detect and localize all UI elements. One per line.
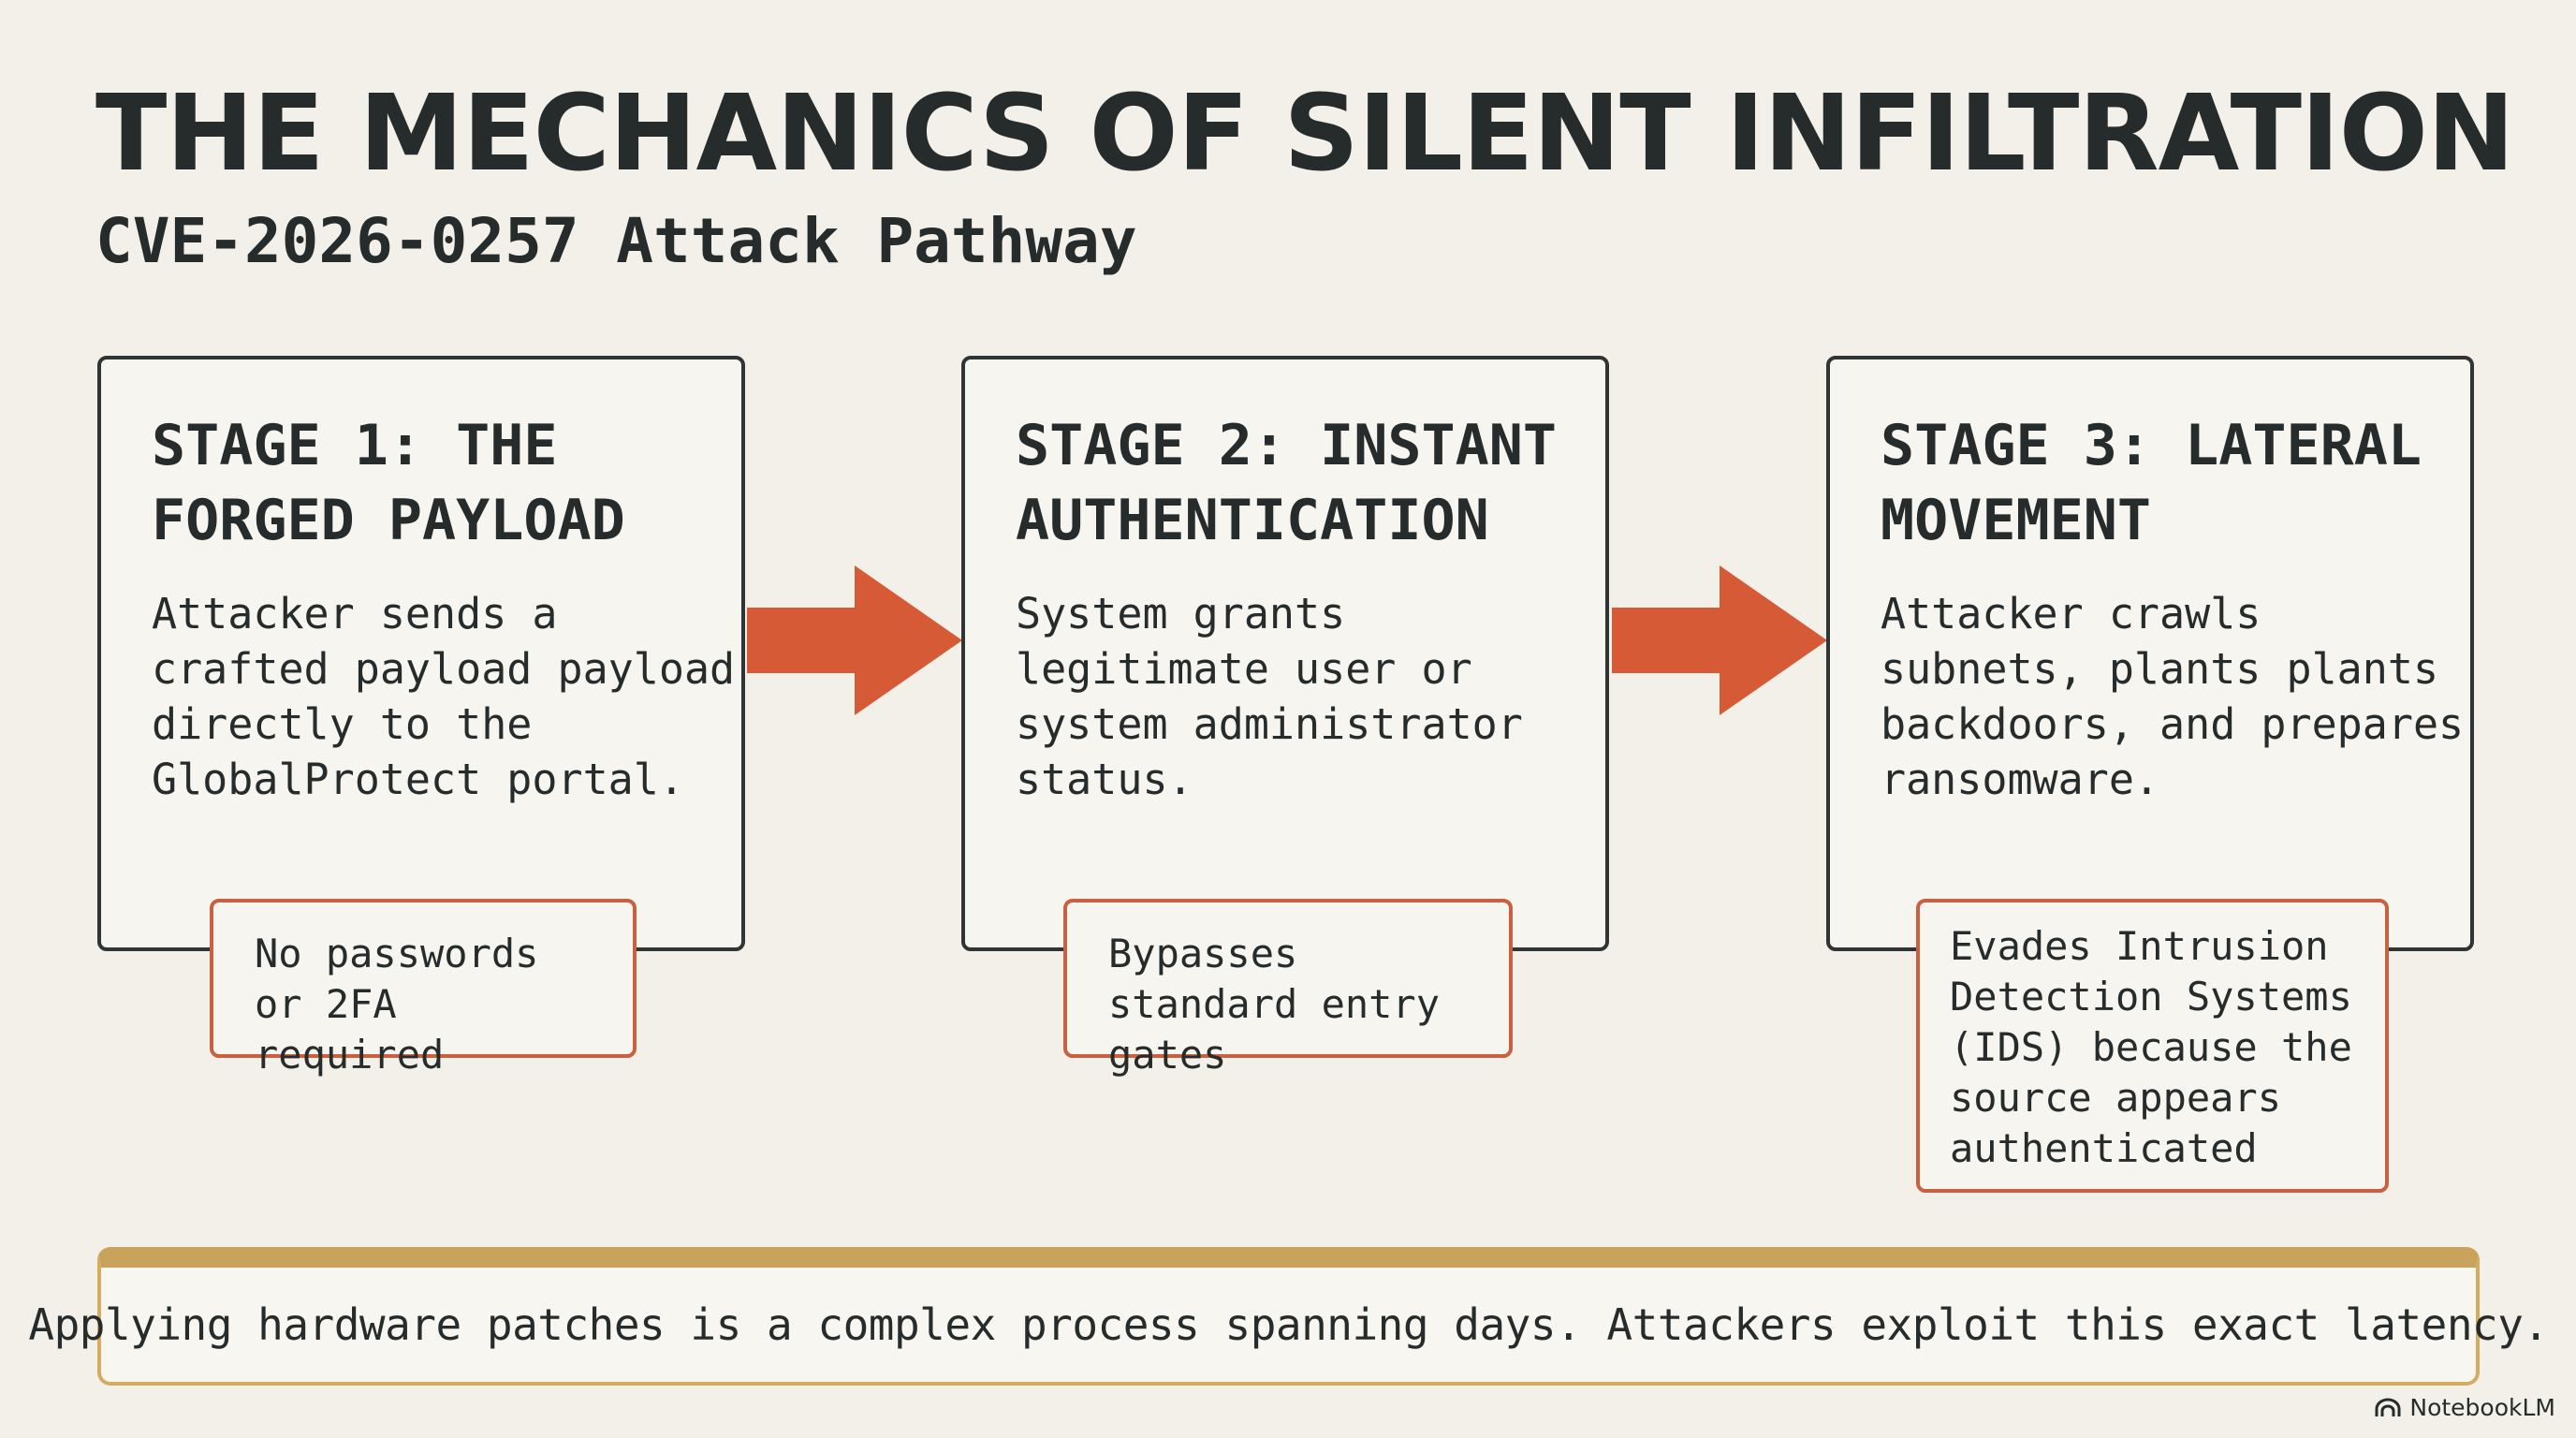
stage-3-description: Attacker crawls subnets, plants plants b… (1881, 589, 2465, 804)
page-subtitle: CVE-2026-0257 Attack Pathway (95, 205, 1137, 277)
watermark-label: NotebookLM (2409, 1394, 2555, 1421)
stage-2-title: STAGE 2: INSTANT AUTHENTICATION (1016, 413, 1557, 553)
footer-banner: Applying hardware patches is a complex p… (28, 1247, 2549, 1386)
stage-3-box: STAGE 3: LATERAL MOVEMENT Attacker crawl… (1826, 356, 2474, 951)
stage-1-description: Attacker sends a crafted payload payload… (152, 589, 736, 804)
stage-1-box: STAGE 1: THE FORGED PAYLOAD Attacker sen… (97, 356, 745, 951)
watermark: NotebookLM (2374, 1394, 2555, 1421)
notebooklm-logo-icon (2375, 1398, 2401, 1416)
stage-3-title: STAGE 3: LATERAL MOVEMENT (1881, 413, 2422, 553)
stage-2-description: System grants legitimate user or system … (1016, 589, 1523, 804)
stage-2-box: STAGE 2: INSTANT AUTHENTICATION System g… (961, 356, 1609, 951)
stage-2-callout: Bypasses standard entry gates (1063, 899, 1513, 1078)
right-arrow-icon (1612, 565, 1827, 715)
stage-1-callout: No passwords or 2FA required (210, 899, 637, 1078)
stage-1-title: STAGE 1: THE FORGED PAYLOAD (152, 413, 625, 553)
footer-note: Applying hardware patches is a complex p… (28, 1299, 2549, 1350)
stage-3-callout: Evades Intrusion Detection Systems (IDS)… (1916, 899, 2389, 1193)
right-arrow-icon (747, 565, 962, 715)
page-title: THE MECHANICS OF SILENT INFILTRATION (95, 73, 2515, 195)
